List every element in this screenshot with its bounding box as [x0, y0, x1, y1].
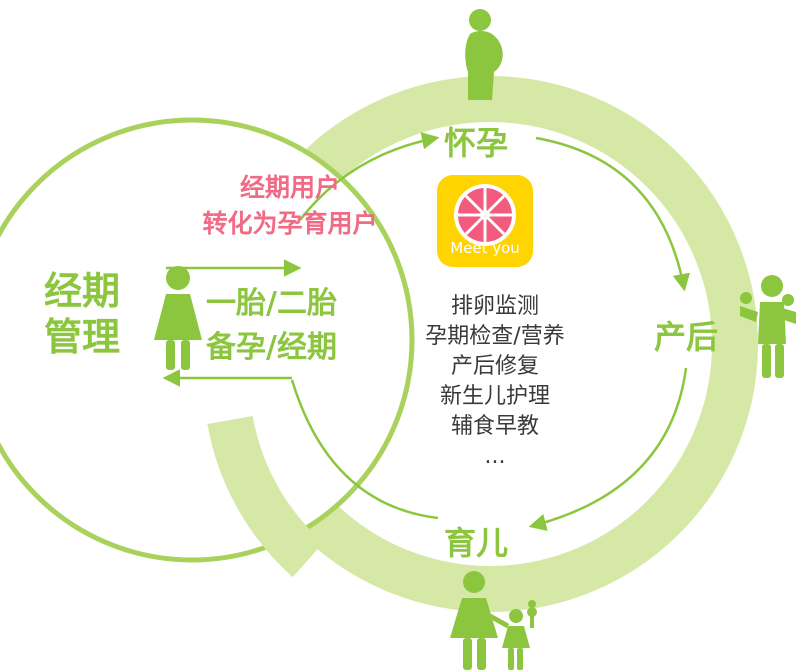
service-item: 孕期检查/营养	[425, 324, 565, 349]
grapefruit-icon	[454, 184, 516, 246]
left-circle	[0, 117, 415, 563]
stage-postpartum: 产后	[654, 318, 719, 356]
title-line-2: 管理	[44, 315, 121, 359]
parent-child-icon	[450, 571, 537, 670]
service-item: 辅食早教	[450, 414, 539, 439]
arrow-to-postpartum	[535, 136, 691, 292]
woman-icon	[154, 266, 202, 370]
conversion-line-2: 转化为孕育用户	[202, 209, 378, 238]
period-management-title: 经期 管理	[44, 268, 120, 360]
stage-parenting: 育儿	[444, 524, 509, 562]
stage-pregnancy: 怀孕	[444, 124, 509, 162]
user-segments: 一胎/二胎 备孕/经期	[206, 282, 337, 370]
pregnant-woman-icon	[465, 9, 503, 100]
arrow-from-parenting	[290, 379, 439, 520]
ring-overlap	[207, 415, 324, 578]
conversion-note: 经期用户 转化为孕育用户	[170, 170, 410, 242]
services-list: 排卵监测 孕期检查/营养 产后修复 新生儿护理 辅食早教 ...	[370, 292, 620, 472]
segment-line-1: 一胎/二胎	[206, 286, 337, 321]
arrow-to-parenting	[528, 367, 688, 531]
service-item: 新生儿护理	[439, 384, 550, 409]
service-item: 产后修复	[450, 354, 539, 379]
app-name: Meet you	[450, 239, 520, 257]
segment-line-2: 备孕/经期	[206, 330, 337, 365]
conversion-line-1: 经期用户	[239, 173, 340, 202]
service-item: 排卵监测	[450, 294, 539, 319]
mother-baby-icon	[740, 275, 796, 378]
title-line-1: 经期	[44, 269, 121, 313]
meetyou-app-icon: Meet you	[437, 175, 533, 267]
service-ellipsis: ...	[484, 444, 506, 469]
arrow-to-pregnancy	[299, 132, 440, 221]
